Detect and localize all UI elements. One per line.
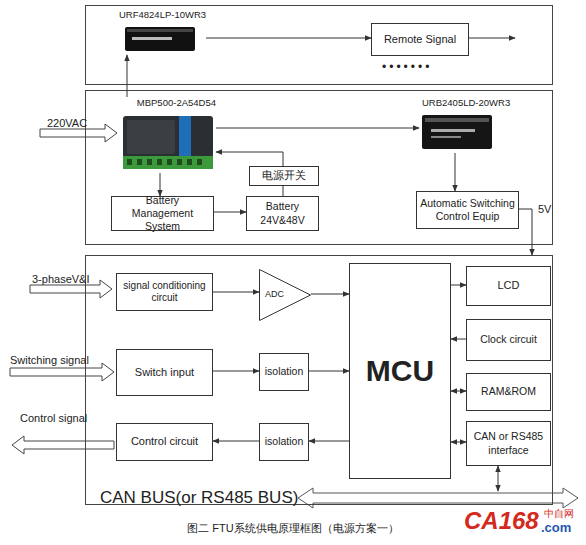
module-picture — [124, 25, 196, 53]
connector-arrow — [216, 128, 419, 129]
box-label: Control circuit — [131, 435, 198, 449]
figure-caption: 图二 FTU系统供电原理框图（电源方案一） — [0, 521, 586, 536]
process-box: Switch input — [116, 349, 213, 396]
watermark: 中自网 — [544, 507, 574, 521]
box-label: Battery Management System — [115, 194, 210, 233]
connector-arrow — [309, 441, 349, 442]
module-picture — [121, 113, 216, 171]
signal-label: CAN BUS(or RS485 BUS) — [100, 488, 298, 508]
process-box: LCD — [466, 266, 551, 306]
process-box: MCU — [349, 263, 451, 479]
connector-arrow — [309, 371, 349, 372]
group-panel: signal conditioning circuit ADC MCU LCD Cloc… — [85, 255, 553, 505]
connector-arrow — [214, 212, 246, 213]
signal-label: 220VAC — [47, 117, 87, 129]
connector-arrow — [213, 371, 259, 372]
signal-label: Control signal — [20, 412, 87, 424]
module-name: MBP500-2A54D54 — [137, 97, 216, 108]
box-label: ADC — [265, 289, 284, 299]
box-label: isolation — [265, 435, 304, 448]
box-label: Battery 24V&48V — [250, 200, 315, 226]
bus-arrow — [298, 488, 578, 508]
process-box: Clock circuit — [466, 319, 551, 361]
connector-arrow — [451, 285, 466, 286]
process-box: Control circuit — [116, 423, 213, 461]
box-label: Clock circuit — [480, 333, 537, 346]
connector-arrow — [213, 441, 259, 442]
connector-arrow — [311, 294, 349, 295]
box-label: signal conditioning circuit — [120, 280, 209, 305]
box-label: Remote Signal — [384, 33, 456, 47]
output-arrow — [12, 436, 114, 454]
box-label: CAN or RS485 interface — [470, 430, 547, 456]
box-label: RAM&ROM — [481, 385, 536, 398]
process-box: 电源开关 — [249, 166, 319, 186]
module-name: URF4824LP-10WR3 — [119, 9, 206, 20]
module-picture — [421, 113, 493, 151]
connector-arrow — [127, 55, 128, 97]
process-box: Automatic Switching Control Equip — [416, 191, 519, 229]
watermark: CA168 — [464, 507, 539, 535]
connector-arrow — [213, 292, 259, 293]
box-label: isolation — [265, 365, 304, 378]
signal-label: 3-phaseV&I — [32, 273, 89, 285]
box-label: LCD — [497, 279, 519, 293]
connector-arrow — [216, 152, 283, 166]
process-box: Battery 24V&48V — [246, 196, 319, 231]
connector-arrow — [519, 209, 532, 255]
signal-label: Switching signal — [10, 354, 89, 366]
connector-arrow — [206, 38, 371, 39]
connector-arrow — [451, 339, 466, 340]
watermark: .com — [541, 520, 571, 535]
connector-arrow — [455, 153, 456, 191]
box-label: MCU — [366, 352, 434, 390]
connector-arrow — [160, 173, 161, 196]
process-box: Battery Management System — [111, 196, 214, 231]
adc-triangle: ADC — [259, 269, 311, 321]
box-label: Switch input — [135, 366, 194, 380]
signal-out-arrow — [468, 38, 515, 39]
signal-label: ••••••• — [382, 60, 432, 74]
edge-label: 5V — [538, 203, 551, 215]
power-module: URB2405LD-20WR3 — [419, 97, 519, 153]
process-box: isolation — [259, 353, 309, 391]
power-module: MBP500-2A54D54 — [116, 97, 216, 173]
group-panel: MBP500-2A54D54 URB2405LD-20WR3 电源开关 Battery… — [85, 90, 553, 245]
box-label: Automatic Switching Control Equip — [420, 197, 515, 223]
connector-arrow — [451, 442, 466, 443]
process-box: signal conditioning circuit — [116, 273, 213, 311]
box-label: 电源开关 — [262, 169, 306, 183]
module-name: URB2405LD-20WR3 — [422, 97, 510, 108]
connector-arrow — [283, 186, 284, 196]
connector-arrow — [451, 391, 466, 392]
process-box: Remote Signal — [371, 23, 469, 56]
process-box: isolation — [259, 423, 309, 461]
process-box: CAN or RS485 interface — [466, 421, 551, 466]
process-box: RAM&ROM — [466, 373, 551, 411]
power-module: URF4824LP-10WR3 — [116, 9, 206, 55]
bus-tap-arrow — [498, 466, 499, 491]
group-panel: URF4824LP-10WR3Remote Signal — [85, 5, 553, 85]
